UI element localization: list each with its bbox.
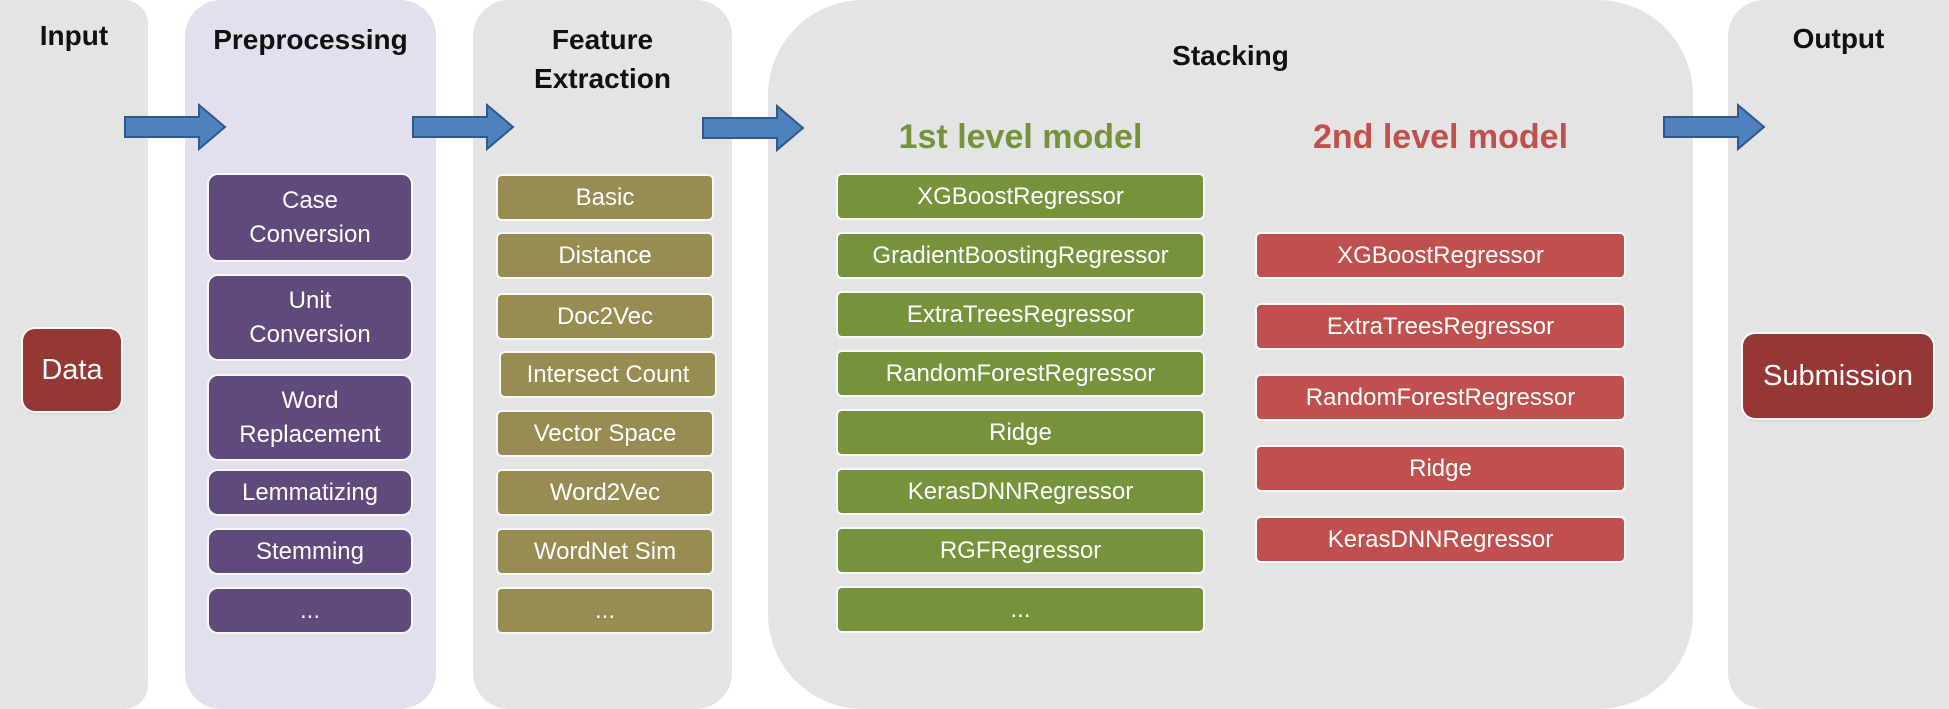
second-level-model: RandomForestRegressor [1257, 376, 1624, 419]
second-level-model: XGBoostRegressor [1257, 234, 1624, 277]
first-level-model: ExtraTreesRegressor [838, 293, 1203, 336]
second-level-title: 2nd level model [1312, 118, 1569, 156]
arrow-input-to-preprocessing [124, 103, 227, 151]
preprocessing-title: Preprocessing [213, 24, 408, 55]
first-level-model: GradientBoostingRegressor [838, 234, 1203, 277]
feature-item: Vector Space [498, 412, 712, 455]
preprocessing-item: ... [209, 589, 411, 632]
preprocessing-item: Case Conversion [209, 175, 411, 260]
output-title: Output [1792, 23, 1885, 54]
preprocessing-item: Lemmatizing [209, 471, 411, 514]
first-level-model: KerasDNNRegressor [838, 470, 1203, 513]
input-title: Input [39, 20, 109, 51]
stacking-title: Stacking [1172, 40, 1289, 71]
first-level-title: 1st level model [898, 118, 1143, 156]
feature-item: ... [498, 589, 712, 632]
feature-item: Word2Vec [498, 471, 712, 514]
arrow-preprocessing-to-features [412, 103, 515, 151]
feature-item: WordNet Sim [498, 530, 712, 573]
feature-item: Doc2Vec [498, 295, 712, 338]
preprocessing-item: Word Replacement [209, 376, 411, 459]
second-level-model: ExtraTreesRegressor [1257, 305, 1624, 348]
data-node: Data [23, 329, 121, 411]
first-level-model: RGFRegressor [838, 529, 1203, 572]
first-level-model: RandomForestRegressor [838, 352, 1203, 395]
arrow-features-to-stacking [702, 104, 805, 152]
preprocessing-item: Stemming [209, 530, 411, 573]
arrow-stacking-to-output [1663, 103, 1766, 151]
second-level-model: KerasDNNRegressor [1257, 518, 1624, 561]
feature-item: Intersect Count [501, 353, 715, 396]
first-level-model: XGBoostRegressor [838, 175, 1203, 218]
preprocessing-item: Unit Conversion [209, 276, 411, 359]
first-level-model: ... [838, 588, 1203, 631]
feature-extraction-title: Feature Extraction [534, 24, 671, 94]
submission-node: Submission [1743, 334, 1933, 418]
first-level-model: Ridge [838, 411, 1203, 454]
feature-item: Basic [498, 176, 712, 219]
second-level-model: Ridge [1257, 447, 1624, 490]
feature-item: Distance [498, 234, 712, 277]
